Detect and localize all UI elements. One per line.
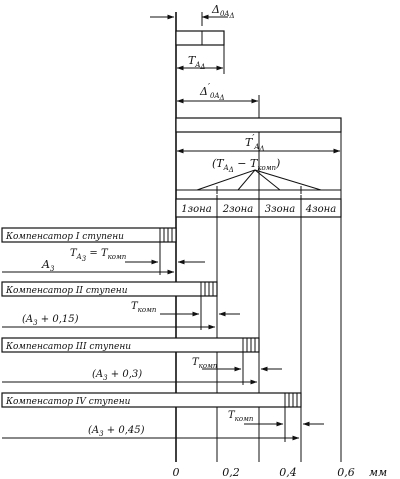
- assembly-tolerance-group: Δ0AΔ TAΔ: [150, 3, 235, 74]
- zone-label-3: 3зона: [265, 204, 295, 215]
- zone-row: 1зона 2зона 3зона 4зона: [175, 198, 342, 218]
- compensator-stage-3: Компенсатор III ступени Tкомп (A3 + 0,3): [1, 337, 282, 385]
- zone-label-2: 2зона: [222, 204, 253, 215]
- compensator-label: Компенсатор IV ступени: [5, 397, 131, 407]
- axis-tick-label-0: 0: [173, 466, 180, 479]
- compensator-bar: [1, 281, 218, 297]
- compensator-stage-1: Компенсатор I ступени TA3 = Tкомп A3: [1, 227, 205, 275]
- compensator-bar: [1, 337, 260, 353]
- compensator-tolerance-equation: TA3 = Tкомп: [70, 248, 127, 263]
- delta-0a-label: Δ0AΔ: [211, 3, 235, 20]
- compensator-tolerance-label: Tкомп: [228, 410, 254, 423]
- compensator-size-label: (A3 + 0,15): [22, 314, 79, 327]
- expanded-field-box: [175, 117, 342, 133]
- compensator-tolerance-label: Tкомп: [131, 301, 157, 314]
- difference-formula: (TAΔ − Tкомп): [212, 157, 280, 174]
- compensator-tolerance-label: Tкомп: [192, 357, 218, 370]
- compensator-size-label: (A3 + 0,3): [92, 369, 142, 382]
- zone-label-1: 1зона: [181, 204, 211, 215]
- zone-label-4: 4зона: [305, 204, 336, 215]
- axis-tick-label-1: 0,2: [222, 466, 240, 479]
- compensator-bar: [1, 392, 302, 408]
- compensator-size-label: A3: [41, 258, 55, 273]
- t-a-delta-label: TAΔ: [188, 54, 205, 71]
- delta-prime-label: Δ′0AΔ: [199, 83, 225, 102]
- compensator-label: Компенсатор I ступени: [5, 232, 124, 242]
- axis-tick-label-3: 0,6: [337, 466, 355, 479]
- axis: 0 0,2 0,4 0,6 мм: [173, 466, 388, 479]
- compensator-stage-2: Компенсатор II ступени Tкомп (A3 + 0,15): [1, 281, 240, 330]
- compensator-size-label: (A3 + 0,45): [88, 425, 145, 438]
- tolerance-field-box: [175, 30, 225, 46]
- compensator-stage-4: Компенсатор IV ступени Tкомп (A3 + 0,45): [1, 392, 324, 442]
- compensator-label: Компенсатор II ступени: [5, 286, 128, 296]
- compensator-bar: [1, 227, 177, 243]
- compensator-label: Компенсатор III ступени: [5, 342, 131, 352]
- axis-tick-label-2: 0,4: [279, 466, 297, 479]
- t-prime-label: T′AΔ: [245, 134, 265, 153]
- axis-unit-label: мм: [369, 466, 387, 479]
- expanded-tolerance-group: Δ′0AΔ T′AΔ (TAΔ − Tкомп): [175, 83, 342, 194]
